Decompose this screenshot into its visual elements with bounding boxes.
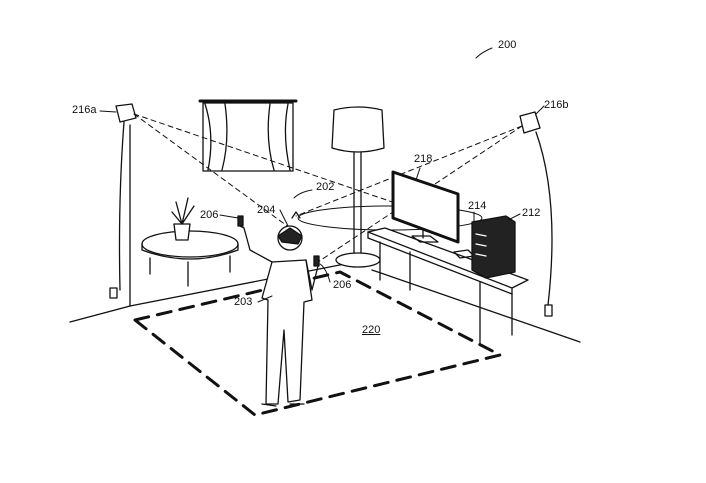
label-206-right: 206	[333, 279, 352, 291]
label-214: 214	[468, 200, 487, 212]
room-walls	[69, 124, 581, 343]
tracking-beams	[133, 113, 523, 263]
play-area-boundary	[133, 270, 502, 417]
computer-tower	[471, 215, 516, 279]
monitor	[391, 170, 475, 259]
user-figure	[237, 211, 320, 407]
label-216b: 216b	[544, 99, 569, 111]
label-204: 204	[257, 204, 276, 216]
sensor-216a	[109, 103, 137, 299]
label-218: 218	[414, 153, 433, 165]
label-220: 220	[362, 324, 381, 336]
floor-lamp	[331, 106, 385, 268]
label-216a: 216a	[72, 104, 97, 116]
label-206-left: 206	[200, 209, 219, 221]
side-table	[141, 197, 239, 287]
sensor-216b	[519, 111, 553, 317]
window	[198, 99, 298, 172]
label-200: 200	[498, 39, 517, 51]
label-202: 202	[316, 181, 335, 193]
leader-lines	[99, 47, 545, 303]
label-212: 212	[522, 207, 541, 219]
label-203: 203	[234, 296, 253, 308]
